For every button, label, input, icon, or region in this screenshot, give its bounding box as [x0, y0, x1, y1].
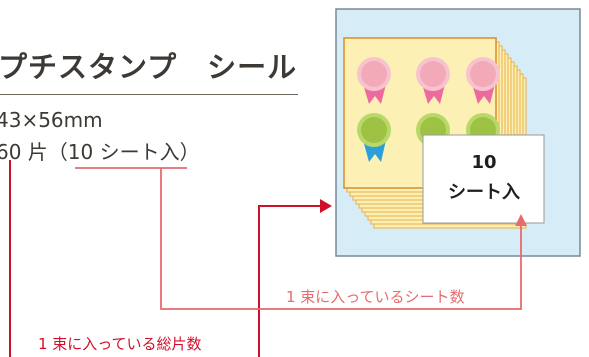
sheets-callout-arrow [75, 167, 527, 310]
product-title: プチスタンプ シール [0, 50, 298, 84]
product-count: 60 片（10 シート入） [0, 140, 200, 164]
pieces-callout-arrow [258, 199, 332, 357]
sticker-pink-1 [357, 57, 391, 104]
pieces-per-bundle-label: 1 束に入っている総片数 [38, 335, 202, 353]
sticker-pink-3 [466, 57, 500, 104]
title-divider [0, 94, 298, 95]
badge-label: 10 シート入 [430, 148, 538, 208]
sticker-green-1 [357, 113, 391, 162]
product-size: 43×56mm [0, 108, 103, 132]
badge-line2: シート入 [448, 182, 520, 203]
sheet-count-badge [422, 134, 545, 224]
badge-line1: 10 [471, 152, 497, 173]
sticker-pink-2 [416, 57, 450, 104]
sheets-per-bundle-label: 1 束に入っているシート数 [286, 288, 465, 306]
